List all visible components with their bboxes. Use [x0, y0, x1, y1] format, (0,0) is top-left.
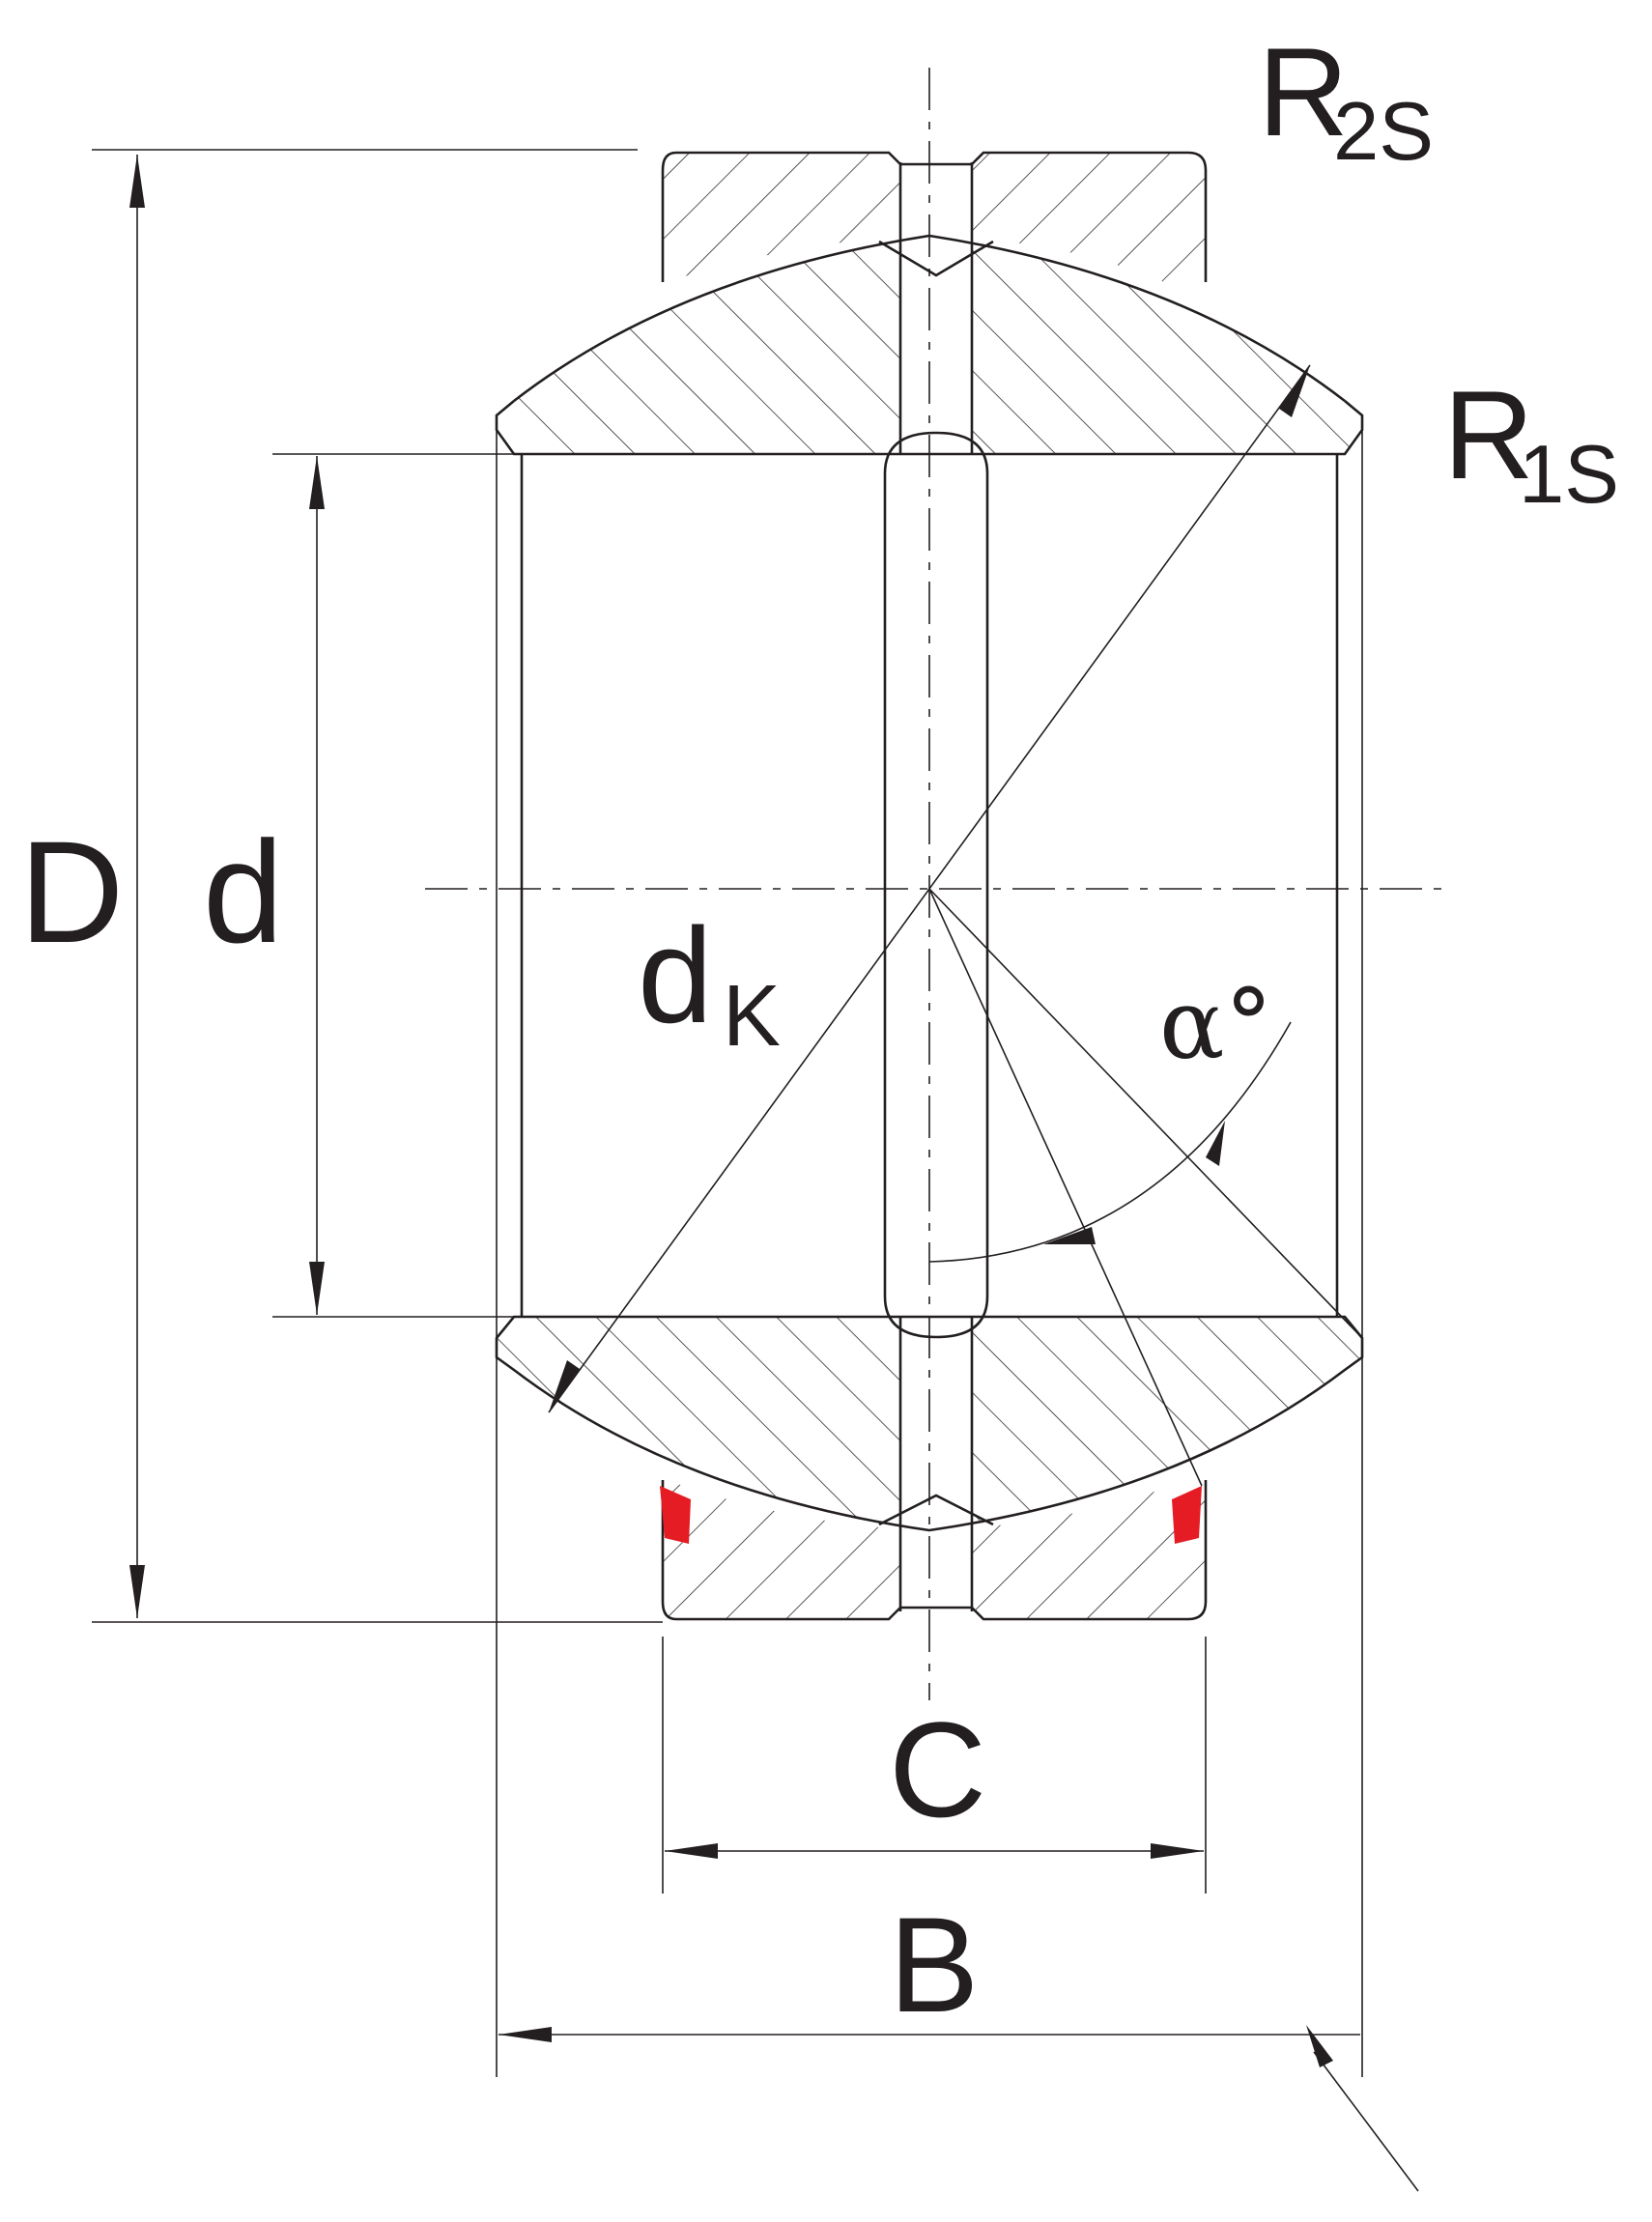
dimension-D [92, 149, 663, 1623]
label-dk-subscript: K [723, 968, 781, 1065]
label-R1s-subscript: 1S [1519, 429, 1619, 521]
label-dk-main: d [638, 899, 713, 1051]
dimension-B [496, 1353, 1419, 2192]
seal-left [660, 1486, 691, 1544]
center-lines [425, 68, 1444, 1700]
seal-right [1172, 1486, 1202, 1544]
dimension-d [272, 453, 522, 1318]
label-R1s: R 1S [1443, 364, 1619, 521]
label-D: D [19, 811, 124, 973]
label-B: B [889, 1889, 979, 2040]
lubrication-channel [878, 155, 994, 1618]
label-R2s-main: R [1258, 21, 1349, 162]
tilt-angle-lines [928, 888, 1363, 1487]
label-R2s-subscript: 2S [1333, 86, 1434, 178]
label-C: C [889, 1694, 986, 1845]
label-dk: d K [638, 899, 781, 1065]
outer-ring [661, 151, 1208, 1621]
label-R1s-main: R [1443, 364, 1534, 505]
dimension-C [662, 1637, 1207, 1894]
label-alpha: α° [1159, 968, 1273, 1081]
label-R2s: R 2S [1258, 21, 1434, 178]
label-d: d [203, 811, 283, 973]
